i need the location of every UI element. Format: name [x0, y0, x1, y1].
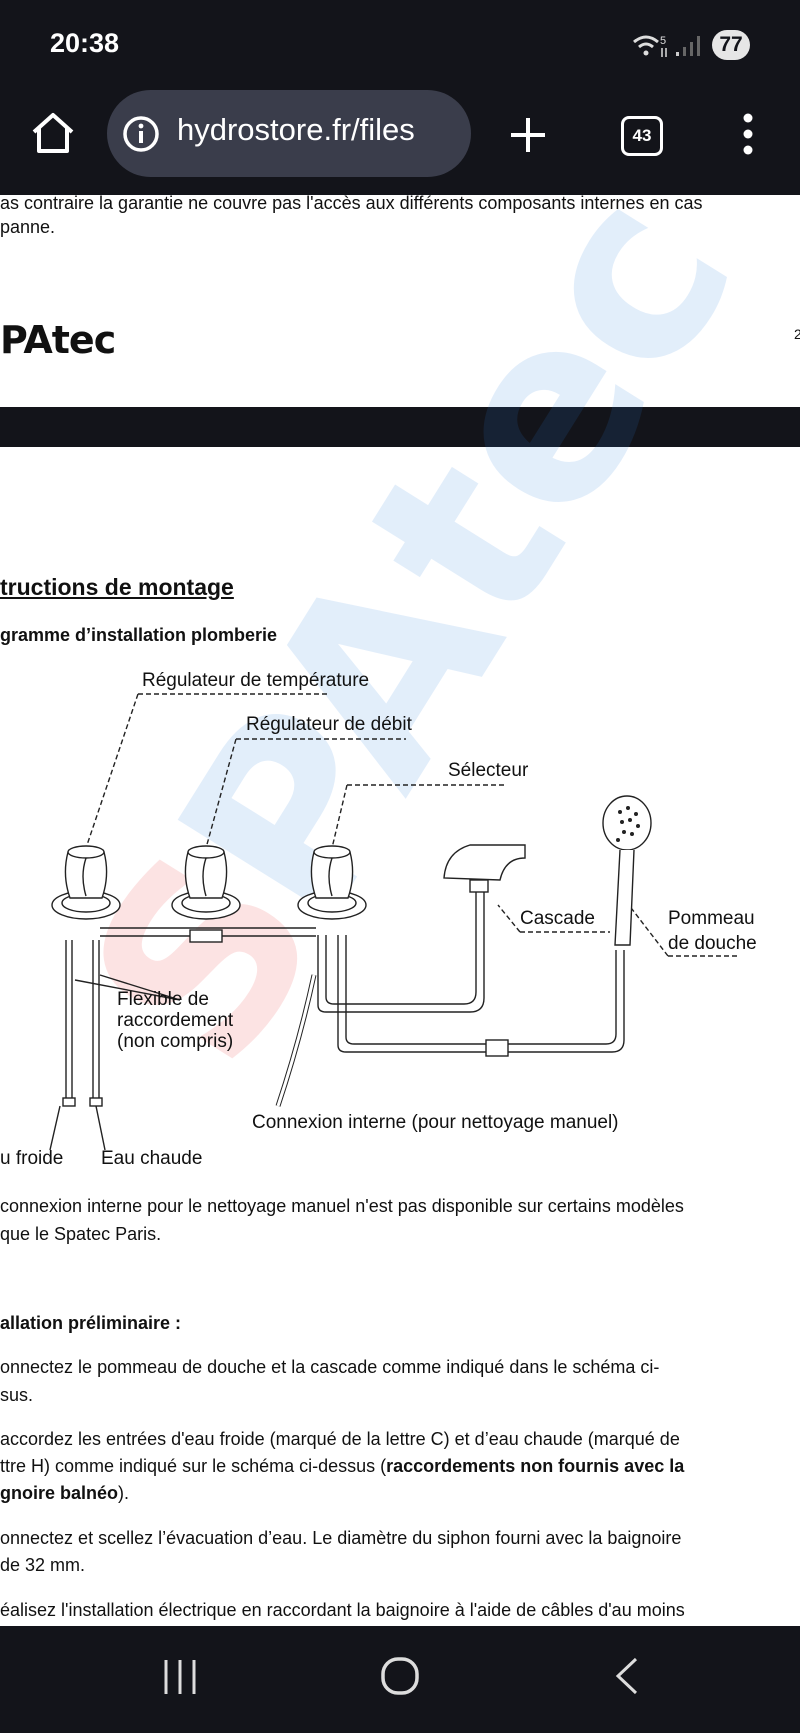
knob-temperature [51, 845, 121, 920]
leader-selecteur [331, 784, 505, 849]
step-2: accordez les entrées d'eau froide (marqu… [0, 1429, 680, 1449]
step-1: onnectez le pommeau de douche et la casc… [0, 1357, 660, 1377]
recent-apps-icon[interactable] [160, 1658, 200, 1696]
back-icon[interactable] [612, 1656, 642, 1696]
step-4: éalisez l'installation électrique en rac… [0, 1600, 685, 1620]
home-button-icon[interactable] [380, 1656, 420, 1696]
new-tab-icon[interactable] [508, 115, 548, 155]
label-debit: Régulateur de débit [246, 714, 412, 735]
step-2-cont: ttre H) comme indiqué sur le schéma ci-d… [0, 1455, 684, 1477]
svg-text:5: 5 [660, 35, 666, 47]
status-time: 20:38 [50, 28, 120, 58]
step-3-cont: de 32 mm. [0, 1555, 86, 1575]
label-pommeau: Pommeau [668, 908, 755, 929]
wifi-icon: 5 [633, 35, 667, 57]
step-2-bold: raccordements non fournis avec la [386, 1456, 685, 1476]
note-line: connexion interne pour le nettoyage manu… [0, 1196, 684, 1216]
url-text[interactable]: hydrostore.fr/files [177, 112, 415, 147]
section-title: tructions de montage [0, 574, 234, 600]
tabs-icon[interactable]: 43 [621, 116, 663, 156]
step-1-cont: sus. [0, 1385, 34, 1405]
warranty-text-line: panne. [0, 217, 56, 237]
label-cascade: Cascade [520, 908, 595, 929]
prelim-title: allation préliminaire : [0, 1313, 182, 1333]
watermark-patec: PAtec [123, 142, 789, 967]
header-band [0, 407, 800, 447]
knob-debit [171, 845, 241, 920]
step-2-text: ttre H) comme indiqué sur le schéma ci-d… [0, 1456, 387, 1476]
label-flexible: Flexible de [117, 989, 209, 1010]
cascade-pipe [317, 890, 485, 1013]
subsection-title: gramme d’installation plomberie [0, 625, 278, 645]
battery-icon: 77 [712, 30, 750, 60]
shower-holes [616, 806, 640, 842]
flex-hoses [65, 940, 100, 1100]
menu-icon[interactable] [738, 112, 758, 156]
shower-head [602, 795, 652, 851]
address-bar[interactable]: hydrostore.fr/files [107, 90, 471, 177]
step-2-bold: gnoire balnéo [0, 1483, 119, 1503]
step-3: onnectez et scellez l’évacuation d’eau. … [0, 1528, 682, 1548]
note-line: que le Spatec Paris. [0, 1224, 162, 1244]
cascade-spout [443, 844, 526, 881]
step-2-text: ). [118, 1483, 130, 1503]
leader-cascade [497, 904, 610, 933]
label-selecteur: Sélecteur [448, 760, 529, 781]
page-number: 2 [794, 326, 800, 342]
label-connexion: Connexion interne (pour nettoyage manuel… [252, 1112, 619, 1133]
watermark: S PAtec [33, 142, 789, 1111]
label-flexible-2: raccordement [117, 1010, 234, 1031]
shower-pipe [337, 935, 625, 1053]
label-eau-chaude: Eau chaude [101, 1148, 203, 1169]
browser-chrome: 20:38 5 77 hydrostore.fr/files 43 [0, 0, 800, 195]
label-pommeau-2: de douche [668, 933, 757, 954]
info-icon[interactable] [121, 114, 161, 154]
label-eau-froide: u froide [0, 1148, 64, 1169]
label-flexible-3: (non compris) [117, 1031, 234, 1052]
signal-icon [676, 36, 700, 56]
system-nav-bar [0, 1626, 800, 1733]
plumbing-diagram: S PAtec [33, 142, 789, 1151]
label-temperature: Régulateur de température [142, 670, 370, 691]
knob-selecteur [297, 845, 367, 920]
home-icon[interactable] [30, 112, 76, 154]
warranty-text-line: as contraire la garantie ne couvre pas l… [0, 193, 703, 213]
leader-temp [85, 693, 327, 849]
brand-header: PAtec [0, 318, 116, 362]
leader-debit [205, 738, 406, 849]
step-2-end: gnoire balnéo). [0, 1482, 129, 1504]
